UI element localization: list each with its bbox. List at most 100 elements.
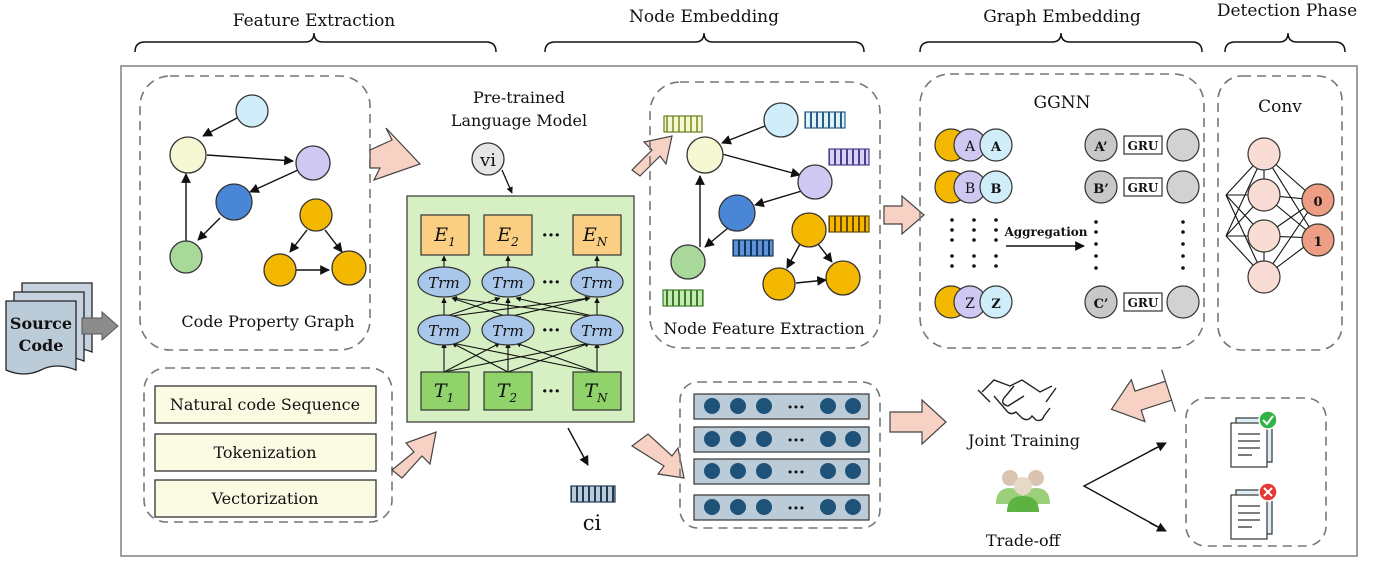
source-code-line2: Code: [19, 336, 64, 355]
cpg-node: [331, 250, 367, 286]
conv-edges: [1225, 153, 1317, 278]
sequence-panel: [679, 381, 881, 529]
ggnn-out-label: A’: [1093, 140, 1107, 155]
conv-output-label: 1: [1313, 235, 1322, 250]
ggnn-dots: [950, 218, 1185, 270]
conv-panel: [1217, 75, 1343, 351]
arrow-plm-to-sequence: [630, 433, 685, 479]
svg-text:TN: TN: [584, 380, 608, 405]
sequence-row: ···: [693, 393, 870, 420]
header-feature-extraction-text: Feature Extraction: [233, 11, 396, 31]
brace-node-embedding: [544, 32, 865, 53]
sequence-ellipsis: ···: [787, 398, 805, 418]
sequence-ellipsis: ···: [787, 463, 805, 483]
result-panel: [1185, 397, 1327, 547]
arrow-cpg-to-plm: [369, 127, 422, 182]
main-frame: [120, 65, 1358, 557]
feature-vector-icon: [804, 111, 846, 129]
arrow-preprocess-to-plm: [391, 431, 437, 479]
plm-ellipsis: ···: [542, 225, 561, 246]
sequence-row: ···: [693, 458, 870, 485]
cpg-label: Code Property Graph: [181, 312, 354, 331]
cpg-node: [169, 136, 207, 174]
preprocess-step: Natural code Sequence: [154, 385, 377, 424]
plm-trm-label: Trm: [492, 274, 523, 292]
plm-input-node: [471, 142, 505, 176]
sequence-rows: ··· ··· ··· ···: [693, 393, 870, 521]
plm-e-sub: 1: [448, 235, 456, 249]
plm-trm: Trm: [570, 266, 624, 298]
plm-title-line2: Language Model: [451, 111, 587, 130]
conv-node: [1247, 219, 1281, 253]
header-graph-embedding-text: Graph Embedding: [983, 7, 1141, 27]
node-embedding-node: [825, 260, 861, 296]
plm-t-label: T: [434, 380, 448, 402]
plm-title-line1: Pre-trained: [473, 88, 565, 107]
plm-ellipsis: ···: [542, 381, 561, 402]
node-embedding-graph: [670, 102, 861, 301]
header-feature-extraction: Feature Extraction: [134, 11, 497, 53]
node-embedding-node: [686, 136, 724, 174]
cpg-panel: [139, 75, 371, 351]
plm-trm-label: Trm: [581, 274, 612, 292]
plm-t-sub: 2: [509, 391, 518, 405]
plm-trm: Trm: [570, 314, 624, 346]
ggnn-gru-label: GRU: [1128, 181, 1159, 195]
ggnn-out-label: B’: [1093, 182, 1109, 197]
plm-trm: Trm: [481, 314, 535, 346]
preprocess-step: Tokenization: [154, 433, 377, 472]
cpg-node: [215, 183, 253, 221]
ggnn-neighbor-label: A: [964, 139, 976, 155]
header-node-embedding-text: Node Embedding: [629, 7, 779, 27]
ci-vector-icon: [570, 485, 616, 503]
handshake-icon: [977, 379, 1057, 422]
ggnn-node-label: A: [990, 140, 1002, 155]
plm-t-sub: N: [596, 391, 608, 405]
ggnn-node-label: B: [991, 182, 1002, 197]
node-embedding-node: [797, 164, 833, 200]
svg-text:EN: EN: [582, 224, 608, 249]
plm-trm-label: Trm: [492, 322, 523, 340]
plm-t-label: T: [584, 380, 598, 402]
people-group-icon: [996, 470, 1050, 512]
document-safe-icon: [1230, 410, 1278, 468]
sequence-ellipsis: ···: [787, 499, 805, 519]
ggnn-node-label: Z: [991, 297, 1001, 312]
svg-text:T1: T1: [434, 380, 454, 405]
ggnn-gru-label: GRU: [1128, 139, 1159, 153]
brace-graph-embedding: [919, 32, 1203, 53]
document-vulnerable-icon: [1230, 482, 1278, 540]
arrow-sequence-to-joint: [889, 398, 947, 446]
svg-text:E1: E1: [433, 224, 456, 249]
plm-ellipsis: ···: [542, 320, 561, 341]
plm-trm-label: Trm: [428, 322, 459, 340]
conv-node: [1247, 137, 1281, 171]
feature-vector-icon: [732, 239, 774, 257]
preprocess-step-label: Vectorization: [211, 489, 319, 508]
cpg-node: [295, 145, 331, 181]
sequence-row: ···: [693, 426, 870, 453]
conv-title: Conv: [1258, 97, 1302, 117]
feature-vector-icon: [662, 289, 704, 307]
ggnn-panel: [919, 73, 1205, 349]
plm-trm-label: Trm: [581, 322, 612, 340]
node-embedding-node: [791, 212, 827, 248]
brace-feature-extraction: [134, 32, 497, 53]
node-embedding-node: [763, 102, 799, 138]
ggnn-row: B B B’ GRU: [934, 170, 1200, 204]
plm-ellipsis: ···: [542, 272, 561, 293]
cpg-graph: [169, 94, 367, 287]
conv-output-node: 0: [1301, 183, 1335, 217]
node-feature-label: Node Feature Extraction: [663, 319, 864, 338]
source-arrow: [81, 310, 119, 342]
sequence-row: ···: [693, 494, 870, 521]
node-embedding-node: [670, 244, 706, 280]
plm-e-label: E: [582, 224, 597, 246]
ggnn-neighbor-label: Z: [965, 296, 975, 312]
plm-e-label: E: [496, 224, 511, 246]
source-code-line1: Source: [10, 314, 72, 333]
plm-connections: [441, 255, 600, 373]
plm-t-box: TN: [572, 371, 622, 411]
node-embedding-node: [762, 267, 796, 301]
header-detection-phase-text: Detection Phase: [1217, 1, 1357, 21]
